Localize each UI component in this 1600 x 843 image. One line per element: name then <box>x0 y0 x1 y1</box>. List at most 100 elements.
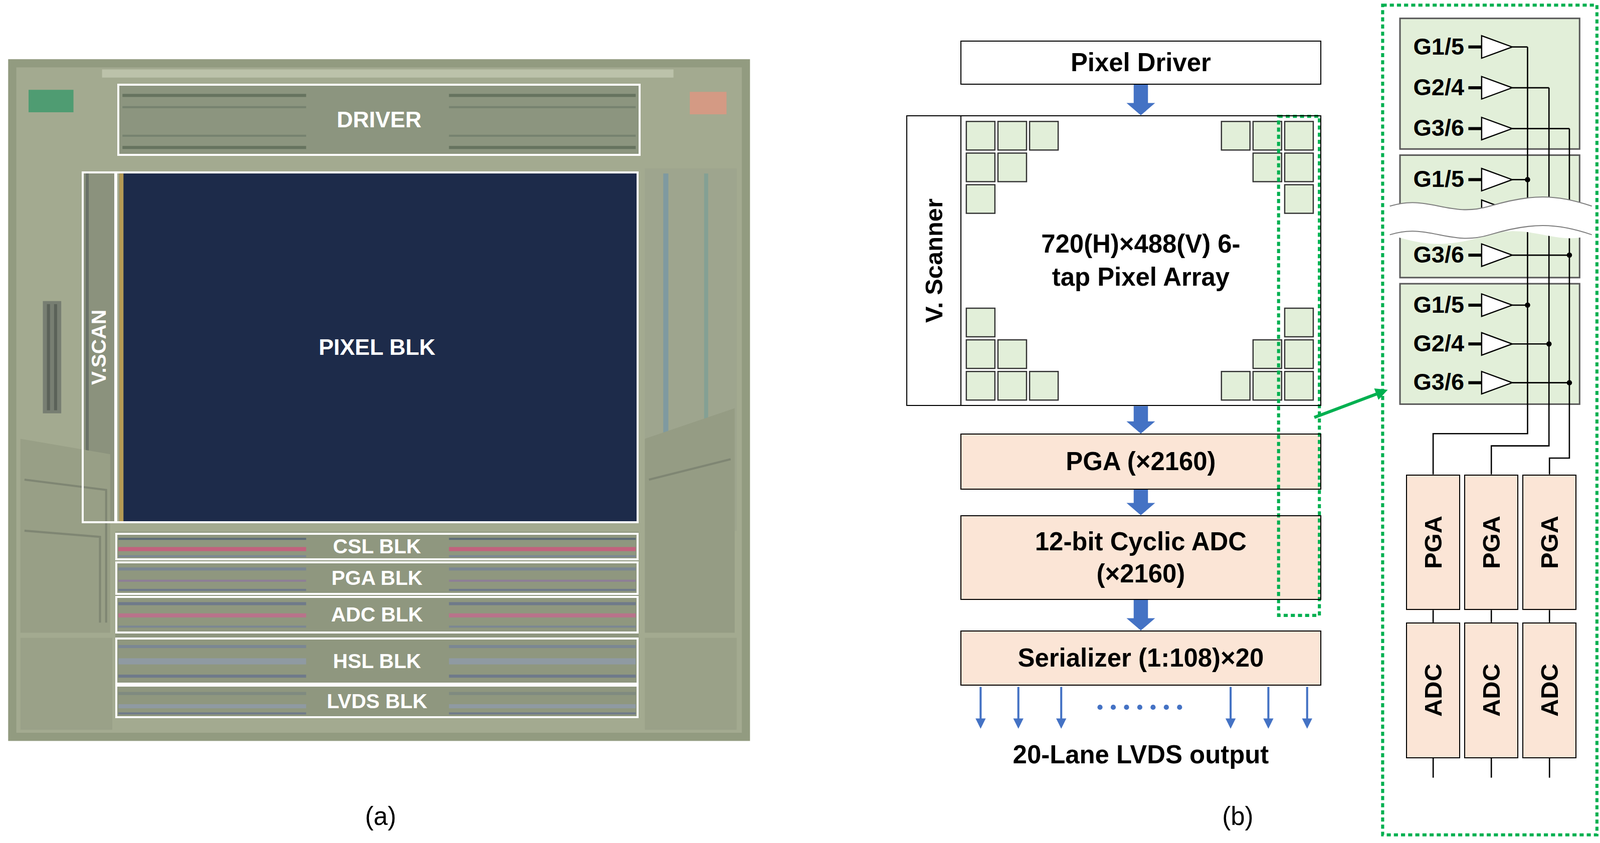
ellipsis-dot <box>1150 704 1156 710</box>
block-diagram-art <box>960 116 1388 729</box>
right-taper-line <box>649 459 731 480</box>
die-block: CSL BLK <box>115 532 639 561</box>
left-structure-line <box>54 304 58 411</box>
break-band <box>1389 196 1592 245</box>
input-dash <box>1468 45 1482 49</box>
output-head <box>1056 718 1067 729</box>
pixel-square <box>1029 371 1059 400</box>
gain-input-label: G3/6 <box>1413 241 1465 269</box>
input-dash <box>1468 303 1482 307</box>
signal-wire <box>1490 610 1493 623</box>
adc-box: ADC <box>1464 622 1519 759</box>
pixel-square <box>1221 121 1251 150</box>
signal-wire <box>1548 610 1551 623</box>
ellipsis-dot <box>1137 704 1143 710</box>
pixel-array-area <box>119 173 637 522</box>
adc-fill <box>1522 622 1577 759</box>
vertical-label: ADC <box>1419 663 1448 717</box>
pixel-square <box>997 371 1027 400</box>
buffer-group: G1/5G3/6 <box>1400 154 1580 278</box>
pixel-square <box>966 121 995 150</box>
driver-area <box>119 85 639 154</box>
vertical-label: PGA <box>1477 515 1506 569</box>
zoom-arrow-shaft <box>1314 393 1377 418</box>
left-structure-line <box>47 304 51 411</box>
signal-wire <box>1491 404 1549 475</box>
pixel-square <box>966 371 995 400</box>
pixel-squares <box>966 121 1314 400</box>
buffer-symbol <box>1481 168 1513 191</box>
die-block: PGA BLK <box>115 561 639 595</box>
flow-arrow <box>1126 84 1155 116</box>
output-line <box>1306 686 1309 720</box>
die-core <box>16 67 742 733</box>
die-block: LVDS BLK <box>115 684 639 719</box>
pixel-square <box>1284 152 1314 182</box>
pga-box: PGA <box>1522 474 1577 611</box>
junction-dot <box>1566 379 1573 386</box>
buffer-group: G1/5G2/4G3/6 <box>1400 18 1580 150</box>
adc-output <box>1490 758 1493 778</box>
buffer-symbol <box>1481 293 1513 317</box>
vertical-label: ADC <box>1535 663 1564 717</box>
zoom-panel <box>1382 5 1597 836</box>
block-label: ADC BLK <box>331 604 424 626</box>
zoom-frame <box>1382 5 1597 836</box>
buffer-symbol <box>1481 76 1513 100</box>
pixel-square <box>1284 339 1314 369</box>
output-wire <box>1512 343 1549 345</box>
output-line <box>1229 686 1232 720</box>
top-bus <box>102 69 674 78</box>
pixel-square <box>1221 371 1251 400</box>
output-line <box>979 686 982 720</box>
zoom-arrow-head <box>1373 388 1388 400</box>
buffer-wiring <box>1433 47 1570 778</box>
block-label: Serializer (1:108)×20 <box>1018 643 1265 674</box>
pad-pink <box>689 91 727 115</box>
adc-fill <box>1464 622 1519 759</box>
vertical-label: ADC <box>1477 663 1506 717</box>
adc-fill <box>960 515 1322 600</box>
pixel-square <box>1284 121 1314 150</box>
buffer-symbol <box>1481 117 1513 140</box>
pixel-square <box>1284 371 1314 400</box>
buffer-group: G1/5G2/4G3/6 <box>1400 283 1580 405</box>
adc-output <box>1548 758 1551 778</box>
input-dash <box>1468 86 1482 90</box>
pixel-square <box>966 152 995 182</box>
left-taper <box>20 439 111 634</box>
block-label: Pixel Driver <box>1070 48 1212 78</box>
block-label: PGA (×2160) <box>1065 447 1216 477</box>
pixel-array-box: 720(H)×488(V) 6-tap Pixel Array <box>960 115 1322 407</box>
subfigure-label: (b) <box>1222 801 1254 832</box>
scanner-box: V. Scanner <box>906 115 962 407</box>
junction-dot <box>1524 176 1531 183</box>
bottom-side <box>645 638 737 730</box>
buffer-group-fill <box>1400 283 1580 405</box>
left-taper-line <box>24 530 101 623</box>
die-block: V.SCAN <box>81 171 117 524</box>
input-dash <box>1468 253 1482 257</box>
output-wire <box>1512 87 1549 89</box>
gain-input-label: G1/5 <box>1413 33 1465 61</box>
output-head <box>1225 718 1236 729</box>
junction-dot <box>1546 341 1552 347</box>
gain-input-label: G2/4 <box>1413 330 1465 358</box>
ellipsis-dot <box>1176 704 1182 710</box>
output-head <box>1013 718 1024 729</box>
serializer-fill <box>960 630 1322 686</box>
pixel-square <box>1029 121 1059 150</box>
buffer-symbol <box>1481 244 1513 267</box>
output-head <box>1302 718 1313 729</box>
vertical-label: PGA <box>1535 515 1564 569</box>
output-line <box>1060 686 1063 720</box>
output-head <box>1263 718 1274 729</box>
gain-input-label: G2/4 <box>1413 74 1465 102</box>
output-line <box>1267 686 1270 720</box>
process-box: Serializer (1:108)×20 <box>960 630 1322 686</box>
junction-dot <box>1524 302 1531 309</box>
column-highlight <box>1278 116 1320 616</box>
signal-wire <box>1433 404 1528 475</box>
break-edge <box>1389 225 1592 239</box>
